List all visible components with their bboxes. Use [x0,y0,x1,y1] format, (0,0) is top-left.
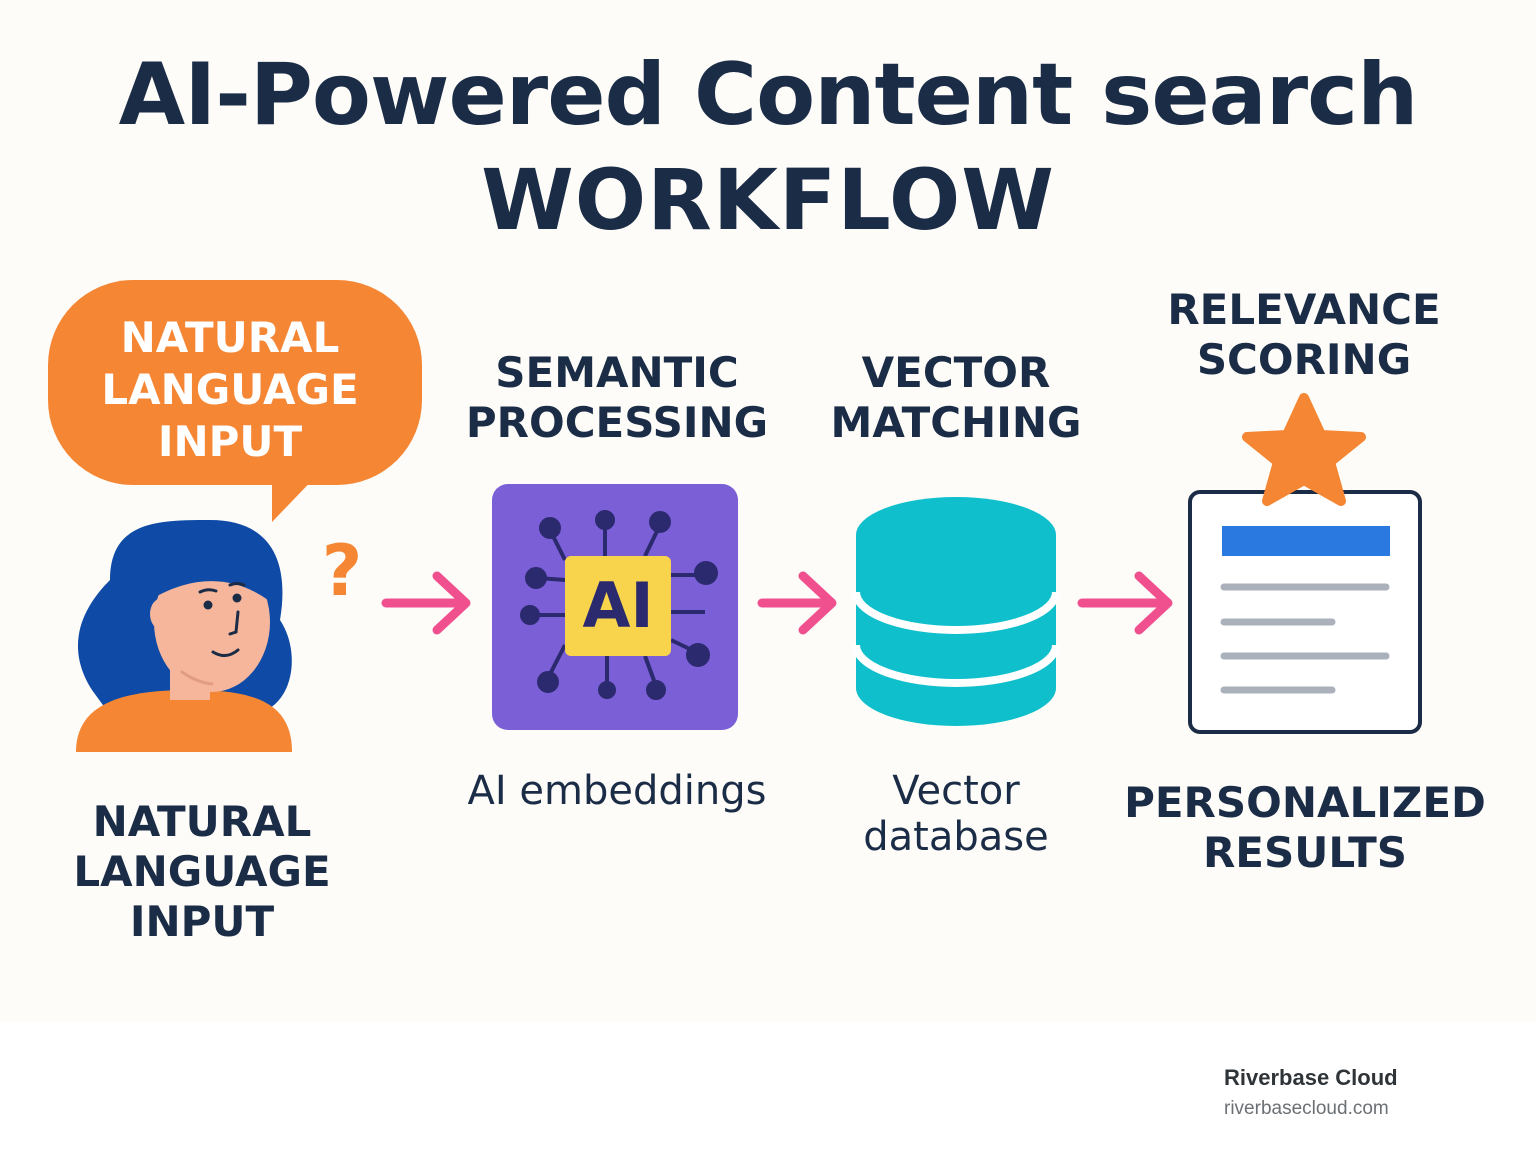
arrow-3-icon [1077,571,1173,635]
ai-chip-icon [492,484,738,730]
semantic-processing-heading: SEMANTIC PROCESSING [465,348,769,447]
person-icon [76,520,292,752]
database-icon [852,497,1060,726]
brand-url: riverbasecloud.com [1224,1098,1389,1119]
ai-chip-label: AI [582,569,654,642]
speech-bubble [48,280,422,522]
personalized-results-label: PERSONALIZED RESULTS [1124,778,1486,877]
star-icon [1242,393,1366,506]
results-document-icon [1188,490,1422,734]
arrow-1-icon [381,571,471,635]
title-line-1: AI-Powered Content search [118,45,1419,145]
vector-matching-heading: VECTOR MATCHING [830,348,1082,447]
ai-embeddings-caption: AI embeddings [467,768,767,814]
natural-language-input-label: NATURAL LANGUAGE INPUT [73,797,331,946]
arrow-2-icon [757,571,837,635]
title-line-2: WORKFLOW [481,151,1055,249]
brand-name: Riverbase Cloud [1224,1065,1398,1090]
relevance-scoring-heading: RELEVANCE SCORING [1167,285,1441,384]
speech-bubble-text: NATURAL LANGUAGE INPUT [101,313,359,466]
vector-database-caption: Vector database [863,768,1049,860]
question-mark-icon: ? [321,530,363,612]
